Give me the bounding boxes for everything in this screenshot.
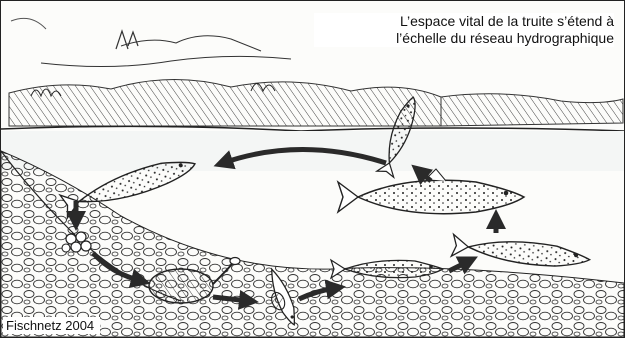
juvenile-trout bbox=[451, 234, 591, 270]
riverbank-vegetation bbox=[9, 79, 623, 126]
water-surface bbox=[1, 126, 624, 131]
source-credit: Fischnetz 2004 bbox=[3, 317, 100, 334]
caption-line-2: l’échelle du réseau hydrographique bbox=[314, 30, 614, 47]
caption-line-1: L’espace vital de la truite s’étend à bbox=[314, 13, 614, 30]
adult-trout bbox=[338, 169, 524, 214]
distant-landscape bbox=[11, 18, 291, 66]
caption: L’espace vital de la truite s’étend à l’… bbox=[314, 13, 614, 47]
